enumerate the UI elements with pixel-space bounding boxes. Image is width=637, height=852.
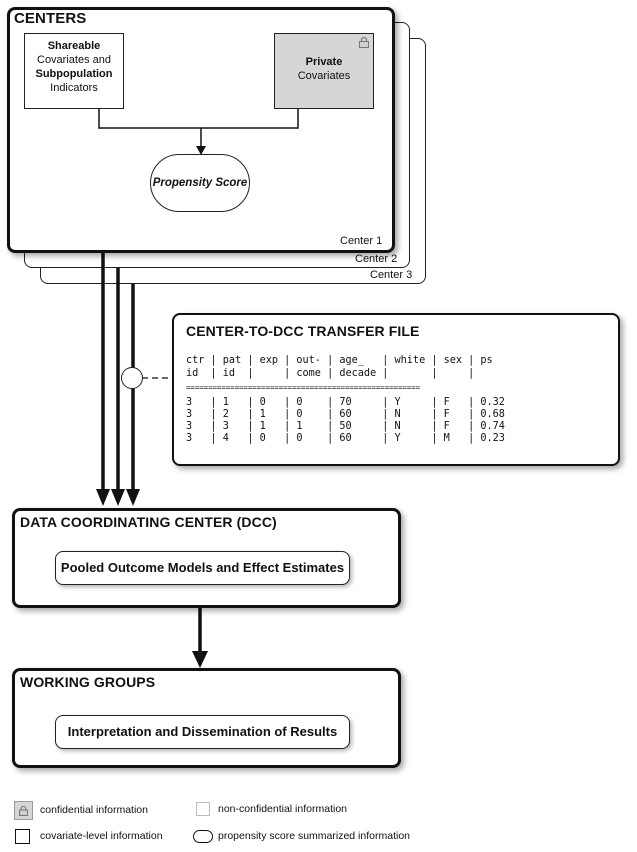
covariate-level-swatch xyxy=(15,829,30,844)
working-groups-inner-box: Interpretation and Dissemination of Resu… xyxy=(55,715,350,749)
lock-icon xyxy=(19,805,28,816)
dcc-box: DATA COORDINATING CENTER (DCC) Pooled Ou… xyxy=(12,508,401,608)
dcc-title: DATA COORDINATING CENTER (DCC) xyxy=(20,514,277,530)
transfer-file-title: CENTER-TO-DCC TRANSFER FILE xyxy=(186,323,420,339)
propensity-score-node: Propensity Score xyxy=(150,154,250,212)
dcc-inner-box: Pooled Outcome Models and Effect Estimat… xyxy=(55,551,350,585)
legend: confidential information non-confidentia… xyxy=(0,795,637,852)
confidential-swatch xyxy=(14,801,33,820)
non-confidential-swatch xyxy=(196,802,210,816)
lock-icon xyxy=(359,36,369,52)
transfer-file-box: CENTER-TO-DCC TRANSFER FILE ctr | pat | … xyxy=(172,313,620,466)
center-1-label: Center 1 xyxy=(340,235,383,247)
transfer-file-row: 3 | 1 | 0 | 0 | 70 | Y | F | 0.32 xyxy=(186,397,505,408)
legend-non-confidential: non-confidential information xyxy=(218,803,347,815)
propensity-summarized-swatch xyxy=(193,830,213,843)
shareable-covariates-box: Shareable Covariates and Subpopulation I… xyxy=(24,33,124,109)
working-groups-title: WORKING GROUPS xyxy=(20,674,156,690)
transfer-file-divider: ========================================… xyxy=(186,383,421,392)
transfer-tap-circle xyxy=(121,367,143,389)
working-groups-box: WORKING GROUPS Interpretation and Dissem… xyxy=(12,668,401,768)
center-2-label: Center 2 xyxy=(355,253,398,265)
private-covariates-box: Private Covariates xyxy=(274,33,374,109)
shareable-line3: Subpopulation xyxy=(35,68,113,80)
transfer-file-header2: id | id | | come | decade | | | xyxy=(186,368,475,379)
private-line2: Covariates xyxy=(297,70,351,82)
shareable-line2: Covariates and xyxy=(37,54,111,66)
shareable-line1: Shareable xyxy=(47,40,101,52)
transfer-file-row: 3 | 4 | 0 | 0 | 60 | Y | M | 0.23 xyxy=(186,433,505,444)
legend-propensity-summarized: propensity score summarized information xyxy=(218,830,410,842)
center-3-label: Center 3 xyxy=(370,269,413,281)
centers-title: CENTERS xyxy=(14,10,87,27)
propensity-score-label: Propensity Score xyxy=(152,177,248,189)
legend-confidential: confidential information xyxy=(40,804,148,816)
private-line1: Private xyxy=(305,56,343,68)
transfer-file-row: 3 | 2 | 1 | 0 | 60 | N | F | 0.68 xyxy=(186,409,505,420)
transfer-file-row: 3 | 3 | 1 | 1 | 50 | N | F | 0.74 xyxy=(186,421,505,432)
shareable-line4: Indicators xyxy=(50,82,98,94)
transfer-file-header1: ctr | pat | exp | out- | age_ | white | … xyxy=(186,355,493,366)
legend-covariate-level: covariate-level information xyxy=(40,830,163,842)
